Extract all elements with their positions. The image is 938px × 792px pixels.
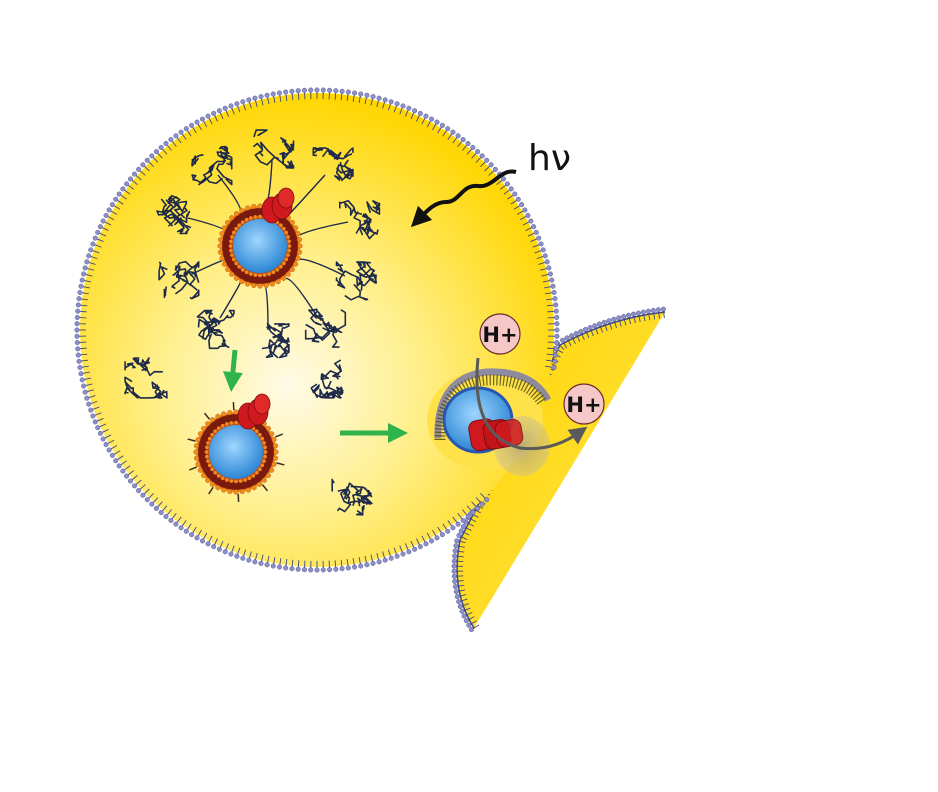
proton-outer: H+ [563, 383, 605, 425]
uncoated-nanoparticle [187, 393, 285, 502]
proton-transport-arrow [475, 357, 588, 451]
tethered-polymer-coil [191, 145, 233, 186]
proton-outer-label: H+ [566, 393, 601, 417]
tethered-polymer-coil [312, 147, 354, 182]
tethered-polymer-coil [339, 200, 381, 240]
proton-inner: H+ [479, 313, 521, 355]
tethered-polymer-coil [304, 308, 347, 348]
tethered-polymer-coil [196, 309, 235, 350]
released-polymer-coils [124, 357, 373, 516]
free-polymer-coil [310, 359, 344, 399]
free-polymer-coil [124, 357, 168, 399]
light-wave-arrow [410, 169, 517, 228]
release-arrow [222, 349, 243, 392]
cell-membrane [74, 87, 560, 573]
tethered-polymer-coil [261, 323, 290, 359]
tethered-polymer-coil [158, 260, 200, 300]
tethered-polymer-coil [156, 194, 192, 235]
fusion-site [427, 357, 588, 476]
tethered-polymer-coil [335, 261, 377, 301]
polymer-coated-nanoparticle [156, 129, 381, 359]
light-label: hν [528, 138, 571, 179]
free-polymer-coil [331, 478, 373, 516]
tethered-polymer-coil [253, 129, 295, 169]
proton-inner-label: H+ [482, 323, 517, 347]
